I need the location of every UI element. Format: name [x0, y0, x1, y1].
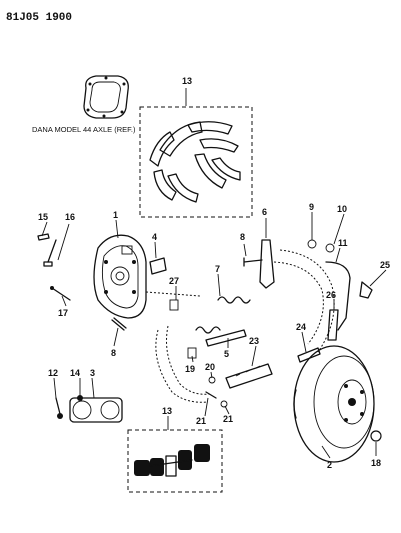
brake-shoe-kit	[139, 106, 253, 218]
callout-19: 18	[371, 458, 381, 468]
backing-plate	[93, 234, 147, 319]
callout-26: 26	[326, 290, 336, 300]
callout-25: 24	[296, 322, 306, 332]
callout-20: 19	[185, 364, 195, 374]
callout-23: 25	[380, 260, 390, 270]
callout-3: 3	[90, 368, 95, 378]
plate-part-4	[149, 257, 167, 275]
callout-6: 6	[262, 207, 267, 217]
callout-5: 5	[224, 349, 229, 359]
callout-13: 14	[70, 368, 80, 378]
part-26	[327, 309, 339, 341]
callout-17: 16	[65, 212, 75, 222]
callout-2: 2	[327, 460, 332, 470]
callout-11: 11	[338, 238, 348, 248]
callout-8-lower: 8	[111, 348, 116, 358]
washer-9	[307, 239, 317, 249]
callout-21-upper: 20	[205, 362, 215, 372]
washer-10	[325, 243, 335, 253]
cylinder-repair-kit	[127, 429, 223, 493]
callout-15: 13	[182, 76, 192, 86]
callout-7: 7	[215, 264, 220, 274]
guide-23	[359, 281, 373, 299]
callout-8-upper: 8	[240, 232, 245, 242]
callout-labels: 13 1 4 6 8 9 10 11 25 26 24 23 7 27 5 19…	[38, 76, 390, 470]
adjuster-24	[225, 363, 273, 389]
callout-1: 1	[113, 210, 118, 220]
callout-21-lower: 21	[223, 414, 233, 424]
diagram-code: 81J05 1900	[6, 12, 72, 24]
cable-11	[325, 261, 351, 331]
plug-27	[169, 299, 179, 311]
callout-12: 12	[48, 368, 58, 378]
washer-21-lower	[220, 400, 228, 408]
callout-24: 23	[249, 336, 259, 346]
leader-lines	[41, 88, 387, 459]
callout-18: 17	[58, 308, 68, 318]
callout-22: 21	[196, 416, 206, 426]
spring-7	[217, 296, 251, 304]
installed-shoe-outline	[145, 249, 335, 403]
callout-16: 15	[38, 212, 48, 222]
callout-9: 9	[309, 202, 314, 212]
plug-19	[370, 430, 382, 442]
spring-upper	[195, 326, 221, 334]
wheel-cylinder	[55, 395, 123, 423]
lever-6	[259, 239, 275, 289]
lever-5	[205, 329, 247, 347]
lever-25	[297, 347, 321, 363]
axle-cover-reference	[83, 75, 129, 119]
hold-down-pins	[37, 233, 71, 301]
pin-8-upper	[243, 257, 263, 267]
callout-27: 27	[169, 276, 179, 286]
brake-drum	[293, 345, 375, 463]
callout-14: 13	[162, 406, 172, 416]
pin-22	[205, 391, 217, 399]
pin-8-lower	[111, 317, 127, 331]
callout-4: 4	[152, 232, 157, 242]
callout-10: 10	[337, 204, 347, 214]
axle-reference-label: DANA MODEL 44 AXLE (REF.)	[32, 125, 136, 134]
